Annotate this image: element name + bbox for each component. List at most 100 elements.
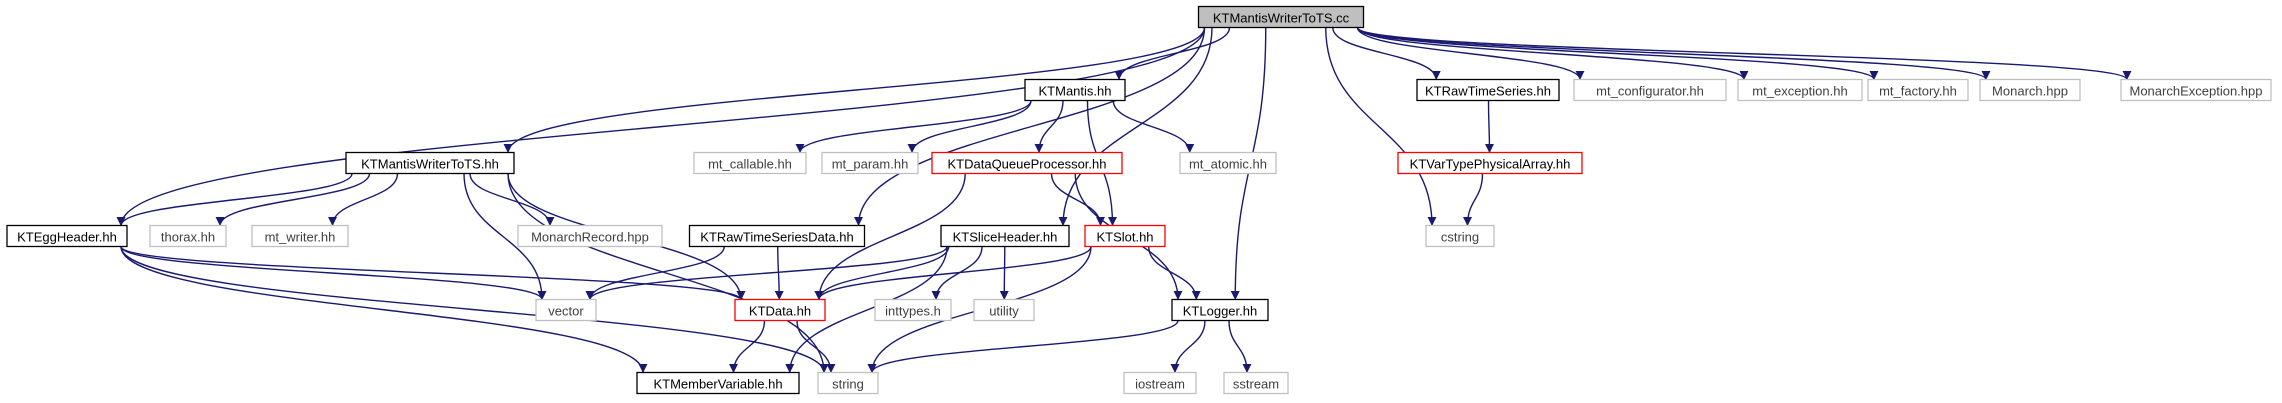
edge-dqp-to-ktdata xyxy=(814,173,966,300)
node-box-logger xyxy=(1171,298,1269,322)
node-slot[interactable]: KTSlot.hh xyxy=(1084,224,1166,248)
node-mtatomic: mt_atomic.hh xyxy=(1179,151,1277,175)
edge-egg-to-vector xyxy=(120,246,547,300)
node-box-mtcall xyxy=(693,151,807,175)
node-box-root xyxy=(1197,5,1365,29)
node-rawtsdata[interactable]: KTRawTimeSeriesData.hh xyxy=(688,224,866,248)
edge-writerhh-to-monrec xyxy=(469,173,555,226)
edge-root-to-mtconf xyxy=(1356,27,1585,80)
node-dqp[interactable]: KTDataQueueProcessor.hh xyxy=(931,151,1123,175)
node-box-mtatomic xyxy=(1179,151,1277,175)
node-box-mtfac xyxy=(1867,78,1969,102)
node-writerhh[interactable]: KTMantisWriterToTS.hh xyxy=(345,151,515,175)
node-label-utility: utility xyxy=(989,304,1019,319)
node-box-egg xyxy=(6,224,128,248)
edge-logger-to-iostream xyxy=(1170,320,1206,373)
edge-writerhh-to-vector xyxy=(463,173,547,300)
node-mantis[interactable]: KTMantis.hh xyxy=(1024,78,1126,102)
edge-root-to-monexc xyxy=(1356,26,2132,81)
node-label-mantis: KTMantis.hh xyxy=(1039,84,1112,99)
edge-egg-to-membervar xyxy=(120,246,648,373)
node-label-sliceh: KTSliceHeader.hh xyxy=(953,230,1058,245)
edge-logger-to-string xyxy=(867,320,1179,373)
node-label-dqp: KTDataQueueProcessor.hh xyxy=(948,157,1107,172)
node-string: string xyxy=(817,371,879,395)
node-ktdata[interactable]: KTData.hh xyxy=(734,298,826,322)
node-box-vector xyxy=(535,298,597,322)
node-label-rawts: KTRawTimeSeries.hh xyxy=(1425,84,1551,99)
node-mtcall: mt_callable.hh xyxy=(693,151,807,175)
node-logger[interactable]: KTLogger.hh xyxy=(1171,298,1269,322)
node-sliceh[interactable]: KTSliceHeader.hh xyxy=(940,224,1070,248)
edge-sliceh-to-vector xyxy=(585,246,948,300)
edge-root-to-sliceh xyxy=(1058,27,1213,226)
edge-ktdata-to-string xyxy=(796,320,836,373)
node-label-mtconf: mt_configurator.hh xyxy=(1596,84,1704,99)
node-label-vector: vector xyxy=(548,304,584,319)
node-label-egg: KTEggHeader.hh xyxy=(17,230,117,245)
node-label-mtfac: mt_factory.hh xyxy=(1879,84,1957,99)
node-mtwriter: mt_writer.hh xyxy=(251,224,349,248)
edge-root-to-monarch xyxy=(1356,26,1991,81)
edge-root-to-rawtsdata xyxy=(854,27,1206,226)
node-egg[interactable]: KTEggHeader.hh xyxy=(6,224,128,248)
node-vtpa[interactable]: KTVarTypePhysicalArray.hh xyxy=(1397,151,1583,175)
node-box-ktdata xyxy=(734,298,826,322)
node-sstream: sstream xyxy=(1223,371,1289,395)
node-box-string xyxy=(817,371,879,395)
node-box-utility xyxy=(973,298,1035,322)
node-label-cstring: cstring xyxy=(1441,230,1479,245)
node-label-iostream: iostream xyxy=(1135,377,1185,392)
node-label-mtparam: mt_param.hh xyxy=(832,157,909,172)
node-label-slot: KTSlot.hh xyxy=(1096,230,1153,245)
edge-writerhh-to-egg xyxy=(116,173,353,226)
edge-sliceh-to-membervar xyxy=(785,246,948,373)
node-box-mtconf xyxy=(1573,78,1727,102)
node-label-string: string xyxy=(832,377,864,392)
node-monrec: MonarchRecord.hpp xyxy=(517,224,663,248)
edge-root-to-cstring xyxy=(1325,27,1437,226)
edge-mantis-to-mtatomic xyxy=(1112,100,1195,153)
node-utility: utility xyxy=(973,298,1035,322)
node-label-monexc: MonarchException.hpp xyxy=(2130,84,2263,99)
node-monexc: MonarchException.hpp xyxy=(2120,78,2272,102)
node-box-monarch xyxy=(1979,78,2081,102)
node-label-mtwriter: mt_writer.hh xyxy=(265,230,336,245)
node-label-thorax: thorax.hh xyxy=(161,230,215,245)
node-box-membervar xyxy=(636,371,800,395)
node-label-mtcall: mt_callable.hh xyxy=(708,157,792,172)
node-box-monexc xyxy=(2120,78,2272,102)
node-label-logger: KTLogger.hh xyxy=(1183,304,1257,319)
edge-root-to-rawts xyxy=(1332,27,1441,80)
edge-writerhh-to-string xyxy=(507,173,829,373)
node-box-mtparam xyxy=(821,151,919,175)
node-vector: vector xyxy=(535,298,597,322)
node-mtconf: mt_configurator.hh xyxy=(1573,78,1727,102)
node-mtfac: mt_factory.hh xyxy=(1867,78,1969,102)
node-label-sstream: sstream xyxy=(1233,377,1279,392)
node-box-sstream xyxy=(1223,371,1289,395)
edge-egg-to-ktdata xyxy=(120,245,746,301)
node-rawts[interactable]: KTRawTimeSeries.hh xyxy=(1416,78,1560,102)
edge-mantis-to-mtparam xyxy=(907,100,1032,153)
node-membervar[interactable]: KTMemberVariable.hh xyxy=(636,371,800,395)
edge-vtpa-to-cstring xyxy=(1463,173,1484,226)
node-box-mtwriter xyxy=(251,224,349,248)
edges-layer xyxy=(116,26,2132,373)
node-root[interactable]: KTMantisWriterToTS.cc xyxy=(1197,5,1365,29)
node-mtparam: mt_param.hh xyxy=(821,151,919,175)
node-label-rawtsdata: KTRawTimeSeriesData.hh xyxy=(700,230,853,245)
edge-logger-to-sstream xyxy=(1228,320,1252,373)
edge-sliceh-to-ktdata xyxy=(814,246,950,300)
edge-root-to-egg xyxy=(116,27,1206,226)
edge-slot-to-logger xyxy=(1148,246,1201,300)
edge-sliceh-to-utility xyxy=(999,246,1009,300)
node-box-writerhh xyxy=(345,151,515,175)
node-box-rawtsdata xyxy=(688,224,866,248)
edge-rawtsdata-to-ktdata xyxy=(774,246,784,300)
node-label-membervar: KTMemberVariable.hh xyxy=(653,377,782,392)
edge-root-to-mtfac xyxy=(1356,26,1879,81)
node-label-ktdata: KTData.hh xyxy=(749,304,811,319)
